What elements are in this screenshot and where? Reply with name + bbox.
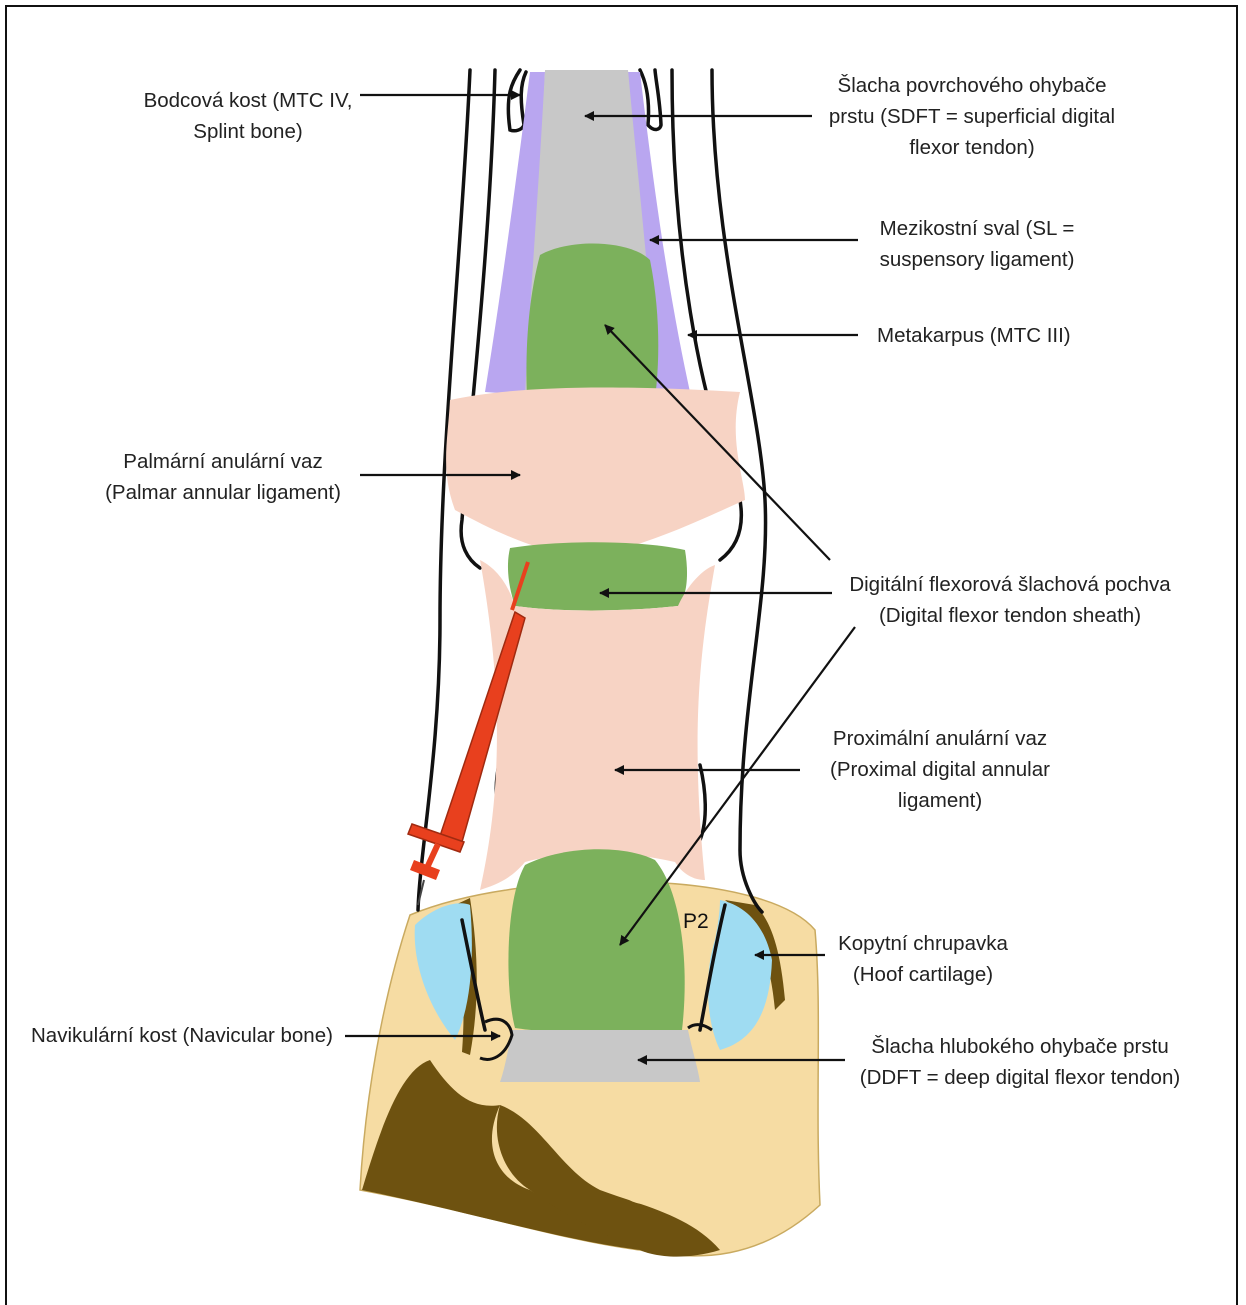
sheath-upper [526, 244, 658, 398]
label-proximal-annular-ligament: Proximální anulární vaz(Proximal digital… [805, 723, 1075, 816]
label-digital-flexor-sheath: Digitální flexorová šlachová pochva(Digi… [835, 569, 1185, 631]
label-hoof-cartilage: Kopytní chrupavka(Hoof cartilage) [828, 928, 1018, 990]
label-metacarpus: Metakarpus (MTC III) [877, 320, 1071, 351]
ddft-tendon [500, 1030, 700, 1082]
label-palmar-annular-ligament: Palmární anulární vaz(Palmar annular lig… [88, 446, 358, 508]
label-splint-bone: Bodcová kost (MTC IV,Splint bone) [128, 85, 368, 147]
label-ddft: Šlacha hlubokého ohybače prstu(DDFT = de… [845, 1031, 1195, 1093]
palmar-annular-ligament [446, 387, 745, 555]
label-navicular-bone: Navikulární kost (Navicular bone) [31, 1020, 333, 1051]
sheath-lower [508, 849, 684, 1033]
label-suspensory-ligament: Mezikostní sval (SL =suspensory ligament… [862, 213, 1092, 275]
sheath-middle [508, 542, 687, 610]
p2-label: P2 [683, 910, 709, 934]
